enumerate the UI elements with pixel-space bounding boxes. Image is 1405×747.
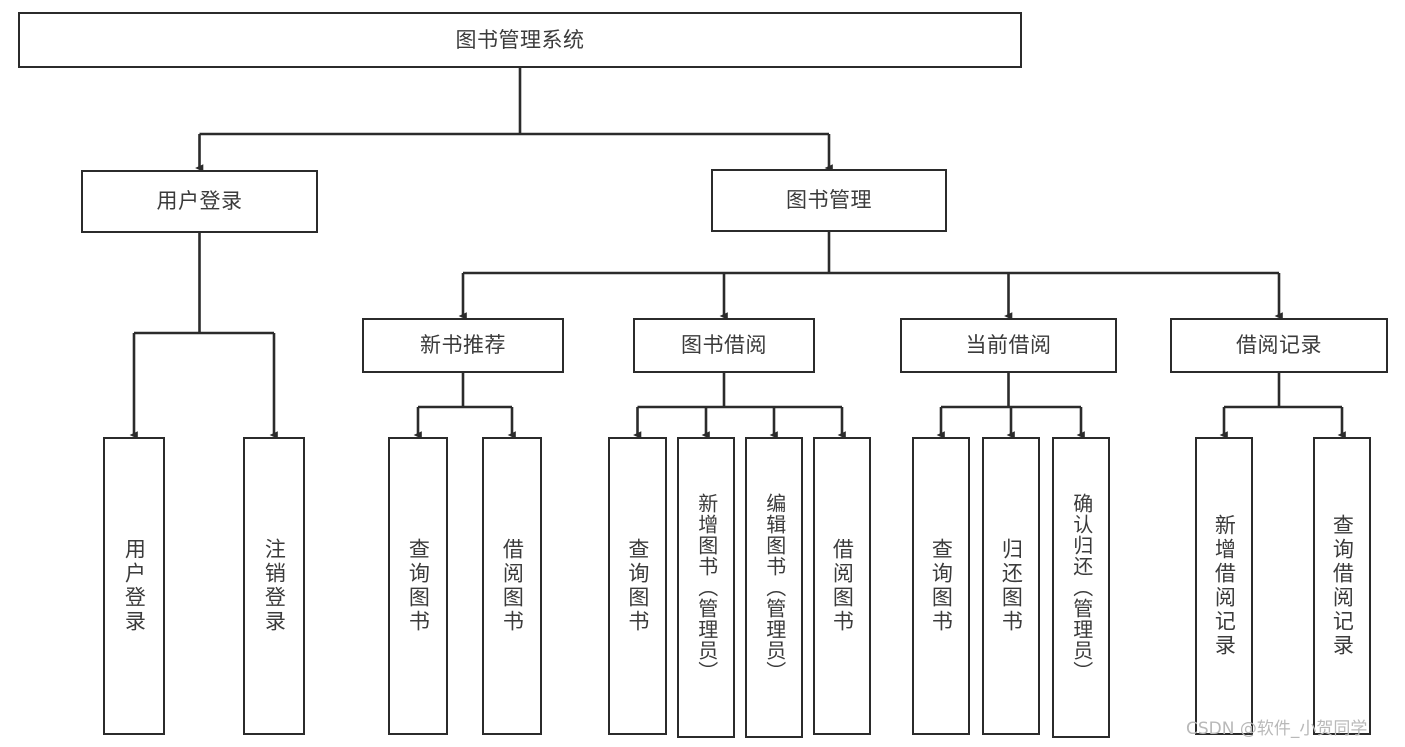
node-current[interactable]: 当前借阅 bbox=[900, 318, 1117, 373]
node-l-query1[interactable]: 查询图书 bbox=[388, 437, 448, 735]
node-l-confirm[interactable]: 确认归还（管理员） bbox=[1052, 437, 1110, 738]
node-root[interactable]: 图书管理系统 bbox=[18, 12, 1022, 68]
node-label: 当前借阅 bbox=[965, 333, 1052, 358]
node-l-queryrec[interactable]: 查询借阅记录 bbox=[1313, 437, 1371, 735]
node-label: 编辑图书（管理员） bbox=[762, 493, 787, 682]
node-label: 图书借阅 bbox=[681, 333, 767, 358]
node-l-query3[interactable]: 查询图书 bbox=[912, 437, 970, 735]
node-login[interactable]: 用户登录 bbox=[81, 170, 318, 233]
node-records[interactable]: 借阅记录 bbox=[1170, 318, 1388, 373]
node-label: 查询图书 bbox=[929, 538, 954, 634]
node-label: 借阅图书 bbox=[830, 538, 855, 634]
node-label: 新增借阅记录 bbox=[1212, 514, 1237, 658]
node-label: 用户登录 bbox=[122, 538, 147, 634]
node-l-borrow2[interactable]: 借阅图书 bbox=[813, 437, 871, 735]
node-label: 图书管理系统 bbox=[455, 27, 585, 52]
node-l-return[interactable]: 归还图书 bbox=[982, 437, 1040, 735]
node-l-borrow1[interactable]: 借阅图书 bbox=[482, 437, 542, 735]
node-label: 注销登录 bbox=[262, 538, 287, 634]
node-label: 归还图书 bbox=[999, 538, 1024, 634]
node-label: 查询借阅记录 bbox=[1330, 514, 1355, 658]
node-l-logout[interactable]: 注销登录 bbox=[243, 437, 305, 735]
node-label: 查询图书 bbox=[625, 538, 650, 634]
node-l-add[interactable]: 新增图书（管理员） bbox=[677, 437, 735, 738]
node-bookmgmt[interactable]: 图书管理 bbox=[711, 169, 947, 232]
node-label: 查询图书 bbox=[406, 538, 431, 634]
node-label: 新增图书（管理员） bbox=[694, 493, 719, 682]
node-l-edit[interactable]: 编辑图书（管理员） bbox=[745, 437, 803, 738]
node-label: 用户登录 bbox=[156, 189, 243, 214]
node-l-addrec[interactable]: 新增借阅记录 bbox=[1195, 437, 1253, 735]
node-newbook[interactable]: 新书推荐 bbox=[362, 318, 564, 373]
node-label: 新书推荐 bbox=[420, 333, 506, 358]
node-label: 借阅记录 bbox=[1236, 333, 1322, 358]
node-label: 借阅图书 bbox=[500, 538, 525, 634]
node-label: 确认归还（管理员） bbox=[1069, 493, 1094, 682]
node-l-login[interactable]: 用户登录 bbox=[103, 437, 165, 735]
node-label: 图书管理 bbox=[786, 188, 872, 213]
node-l-query2[interactable]: 查询图书 bbox=[608, 437, 667, 735]
node-borrow[interactable]: 图书借阅 bbox=[633, 318, 815, 373]
